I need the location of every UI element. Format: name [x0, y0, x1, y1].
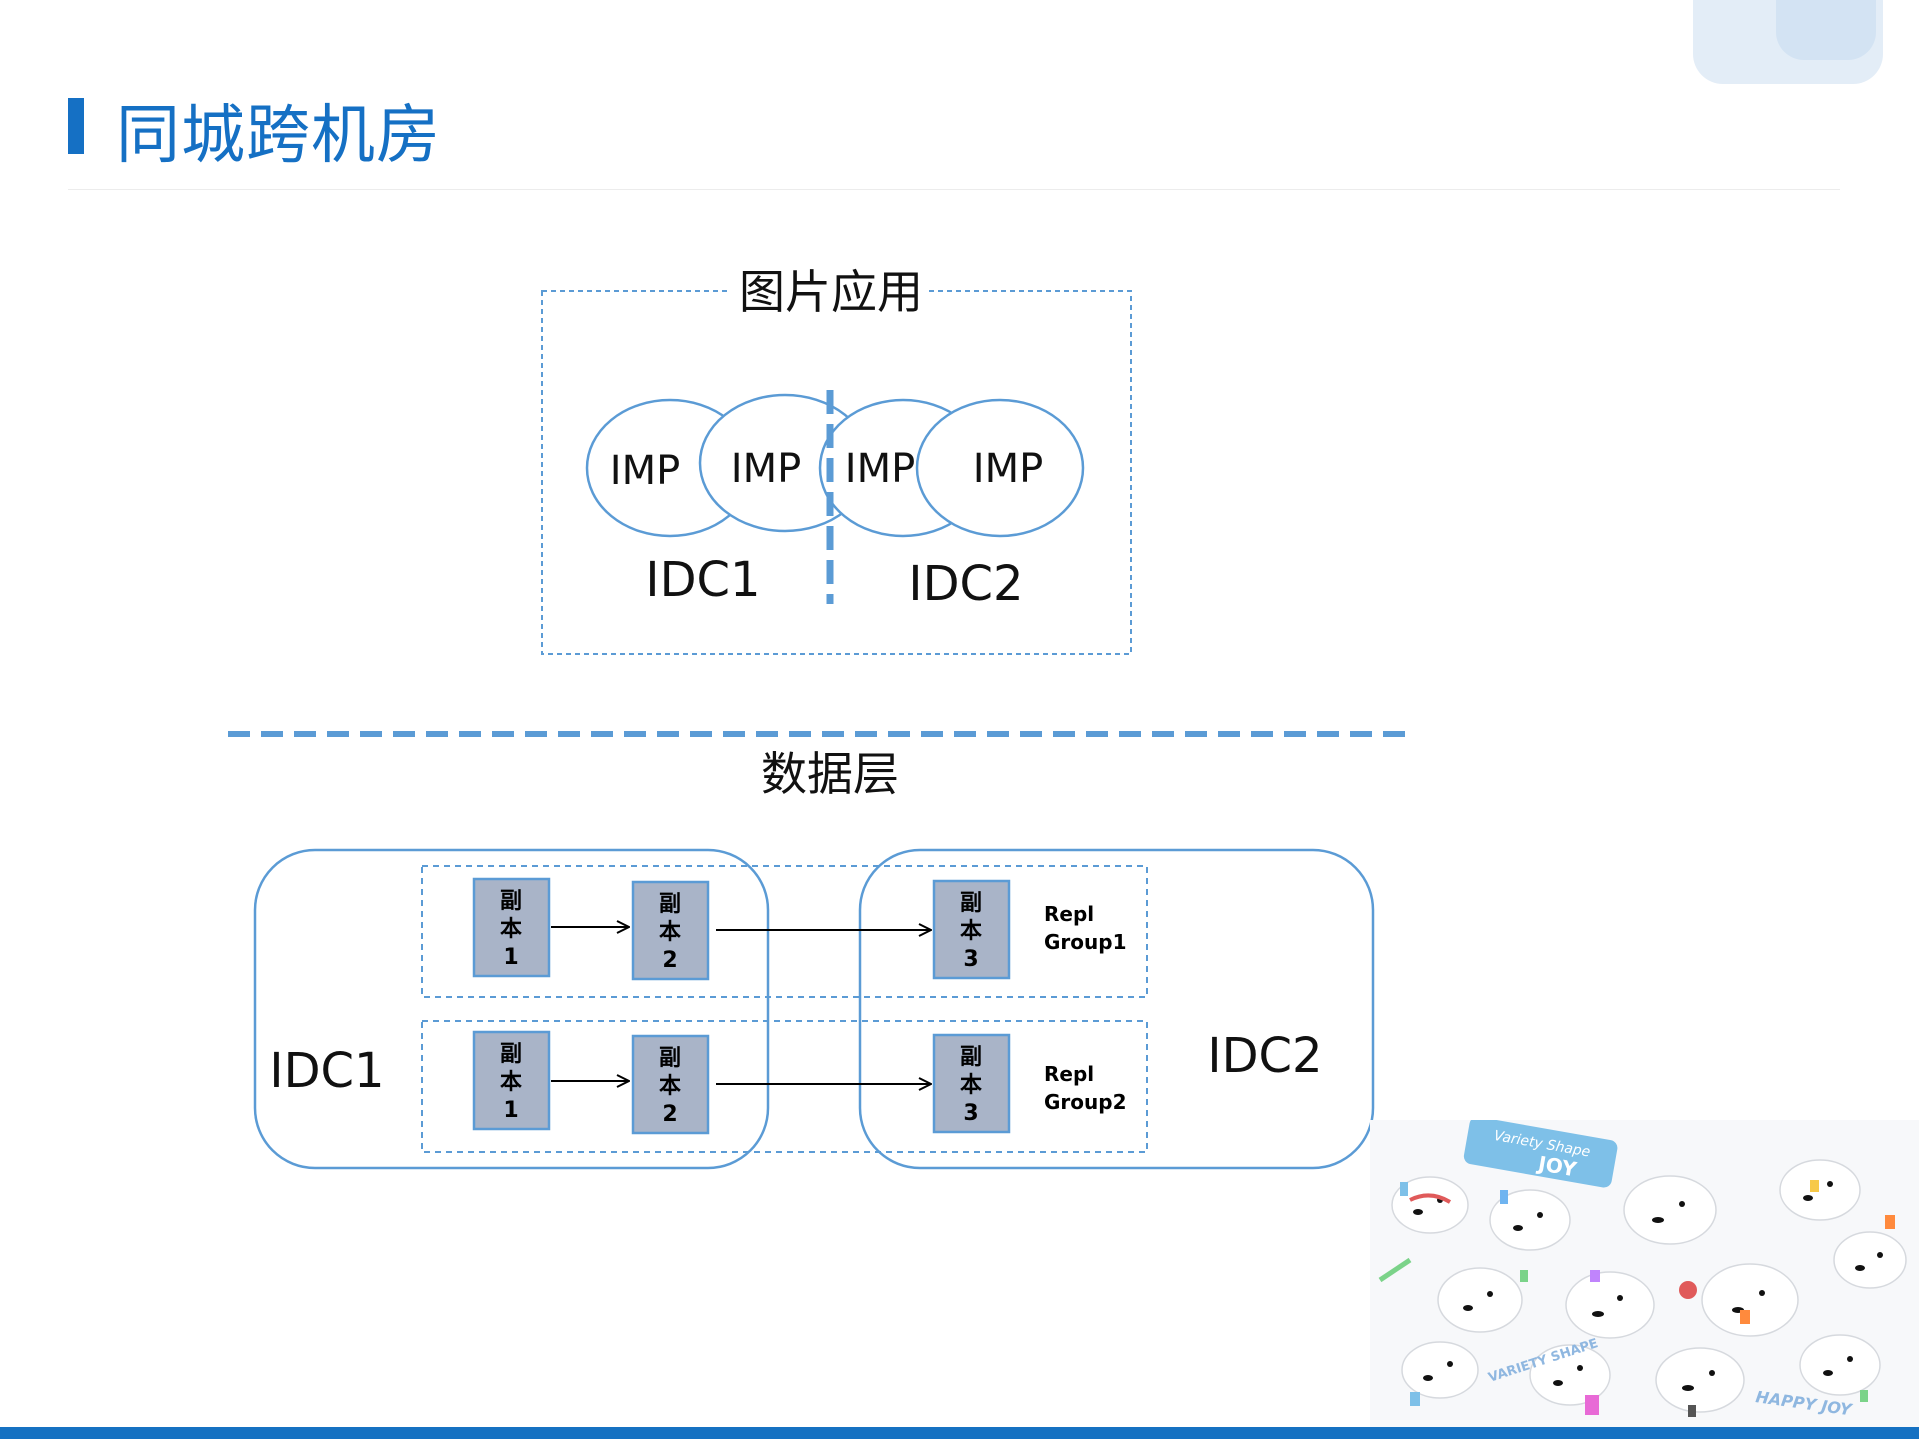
- replica-box: [932, 879, 1011, 980]
- data-idc1-container: [253, 848, 770, 1170]
- data-idc2-label: IDC2: [1207, 1028, 1322, 1084]
- title-divider: [68, 189, 1840, 190]
- replica-text: 本: [659, 1074, 681, 1099]
- replica-text: 本: [500, 1070, 522, 1095]
- title-accent-bar: [68, 98, 84, 154]
- replica-box: [631, 880, 710, 981]
- imp-label-3: IMP: [845, 446, 915, 492]
- mascot-figures: [1391, 1159, 1907, 1413]
- data-layer-label: 数据层: [761, 747, 899, 801]
- app-idc1-label: IDC1: [645, 552, 760, 608]
- replica-box: [932, 1033, 1011, 1134]
- mascot-banner: Variety Shape JOY: [1463, 1120, 1618, 1188]
- imp-label-1: IMP: [610, 448, 680, 494]
- footer-bar: [0, 1427, 1919, 1439]
- replica-box: [631, 1034, 710, 1135]
- corner-decoration: [1693, 0, 1883, 84]
- app-layer-label: 图片应用: [739, 265, 923, 319]
- replica-text: 1: [503, 1098, 518, 1123]
- repl-group2-name-line2: Group2: [1044, 1090, 1127, 1114]
- app-idc2-label: IDC2: [908, 556, 1023, 612]
- data-idc1-label: IDC1: [269, 1043, 384, 1099]
- corner-shape-front: [1776, 0, 1876, 60]
- replica-text: 副: [960, 1045, 982, 1070]
- replica-text: 3: [963, 1101, 978, 1126]
- repl-group1: 副 本 1 副 本 2 副 本 3 Repl Group1: [472, 877, 1127, 981]
- replica-text: 副: [659, 892, 681, 917]
- replica-text: 副: [500, 889, 522, 914]
- repl-group2: 副 本 1 副 本 2 副 本 3 Repl Group2: [472, 1030, 1127, 1135]
- replica-text: 2: [662, 1102, 677, 1127]
- replica-text: 副: [960, 891, 982, 916]
- mascot-decoration-image: Variety Shape JOY: [1370, 1120, 1919, 1427]
- replica-box: [472, 877, 551, 978]
- replica-text: 本: [500, 917, 522, 942]
- mascot-accents: [1378, 1180, 1895, 1417]
- app-layer-frame: [541, 290, 1132, 655]
- replica-text: 本: [960, 1073, 982, 1098]
- slide-title: 同城跨机房: [116, 99, 441, 173]
- replica-text: 本: [960, 919, 982, 944]
- replica-text: 副: [659, 1046, 681, 1071]
- replica-text: 3: [963, 947, 978, 972]
- imp-label-4: IMP: [973, 446, 1043, 492]
- replica-text: 本: [659, 920, 681, 945]
- replica-text: 2: [662, 948, 677, 973]
- replica-box: [472, 1030, 551, 1131]
- repl-group2-name-line1: Repl: [1044, 1062, 1094, 1086]
- repl-group1-name-line2: Group1: [1044, 930, 1127, 954]
- imp-label-2: IMP: [731, 446, 801, 492]
- replica-text: 副: [500, 1042, 522, 1067]
- app-layer-label-bg: [728, 270, 928, 312]
- repl-group1-name-line1: Repl: [1044, 902, 1094, 926]
- replica-text: 1: [503, 945, 518, 970]
- mascot-faces: [1413, 1181, 1883, 1391]
- imp-node-4: [915, 398, 1085, 538]
- data-idc2-container: [858, 848, 1375, 1170]
